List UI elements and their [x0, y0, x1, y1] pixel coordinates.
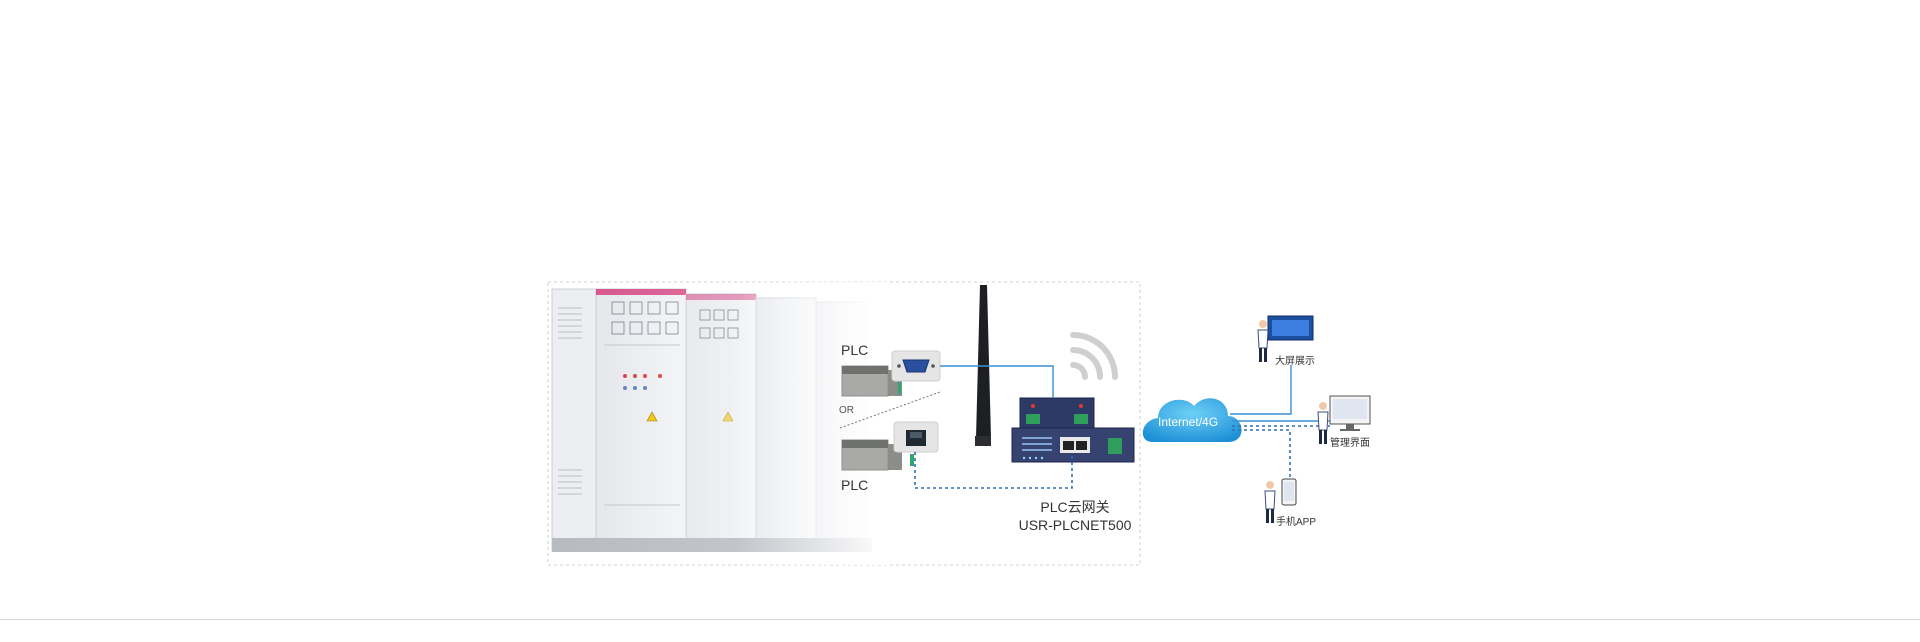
gateway-model: USR-PLCNET500	[1018, 517, 1132, 533]
antenna-icon	[975, 285, 991, 446]
person-with-monitor-icon	[1317, 395, 1371, 444]
section-divider	[0, 619, 1920, 620]
ethernet-link	[914, 452, 1073, 489]
management-label: 管理界面	[1330, 438, 1370, 449]
cloud-label: Internet/4G	[1158, 415, 1219, 429]
or-divider	[839, 391, 941, 429]
gateway-label: PLC云网关 USR-PLCNET500	[1010, 498, 1140, 534]
big-screen-label: 大屏展示	[1275, 356, 1315, 367]
plc-module-icon	[841, 439, 914, 471]
electrical-cabinet-icon	[548, 282, 888, 565]
cloud-to-screen-link	[1230, 365, 1292, 415]
serial-link	[940, 365, 1054, 398]
gateway-name: PLC云网关	[1040, 499, 1110, 515]
cloud-to-phone-link	[1232, 425, 1330, 478]
db9-serial-port-icon	[891, 350, 941, 382]
person-with-phone-icon	[1264, 478, 1297, 523]
rj45-port-icon	[893, 421, 939, 453]
plc-label-top: PLC	[841, 342, 869, 358]
plc-label-bottom: PLC	[841, 477, 869, 493]
gateway-device-icon	[1011, 397, 1135, 463]
cloud-icon	[1142, 398, 1242, 442]
or-label: OR	[839, 405, 854, 416]
wifi-signal-icon	[1070, 332, 1118, 380]
person-with-large-screen-icon	[1257, 315, 1314, 362]
mobile-app-label: 手机APP	[1276, 517, 1317, 528]
